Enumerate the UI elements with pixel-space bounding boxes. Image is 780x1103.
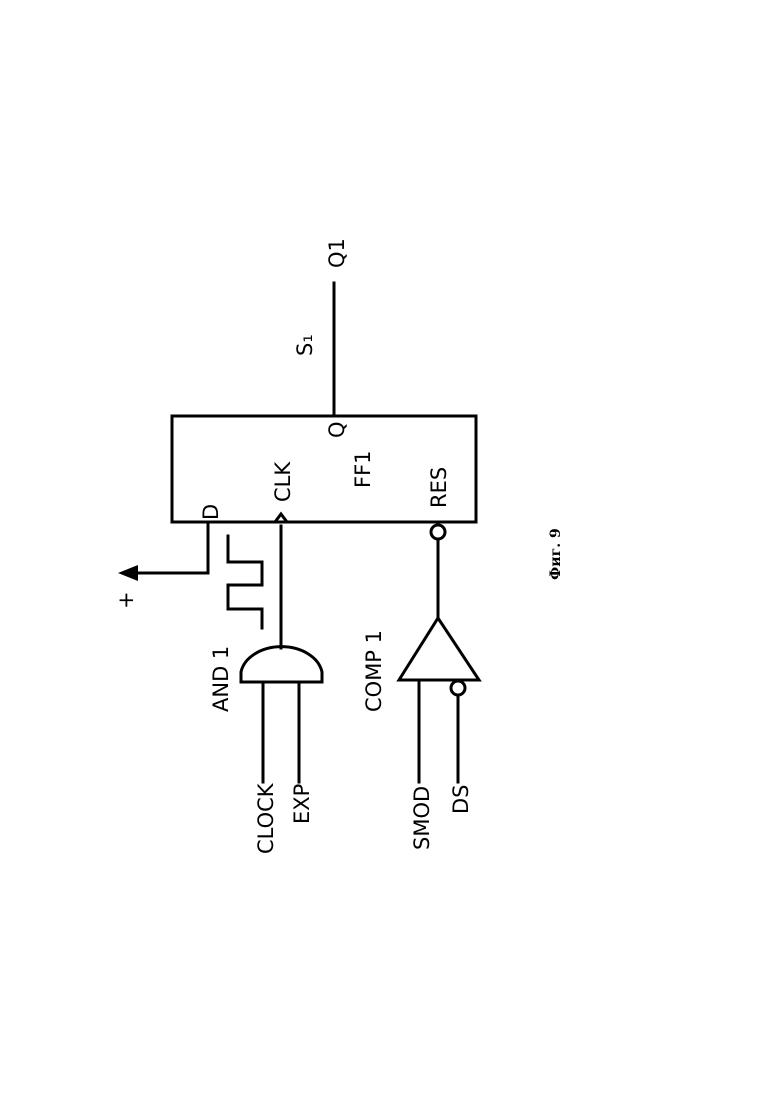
label-ff1: FF1 (351, 450, 375, 488)
label-s1: S₁ (293, 334, 317, 356)
label-ds: DS (449, 784, 473, 814)
label-q: Q (325, 421, 349, 438)
label-and1: AND 1 (209, 646, 233, 712)
d-input-wire (134, 522, 208, 573)
and1-gate (241, 647, 322, 682)
comp1-comparator (399, 618, 479, 680)
label-plus: + (114, 591, 138, 609)
label-comp1: COMP 1 (362, 630, 386, 712)
label-q1: Q1 (325, 238, 349, 268)
label-clock: CLOCK (254, 782, 278, 854)
plus-arrowhead (118, 565, 138, 581)
label-smod: SMOD (410, 786, 434, 850)
label-exp: EXP (290, 784, 314, 824)
label-d: D (199, 504, 223, 520)
pulse-waveform-symbol (228, 536, 262, 628)
res-inversion-bubble (431, 525, 445, 539)
label-res: RES (427, 467, 451, 508)
ds-inversion-bubble (451, 681, 465, 695)
clk-edge-trigger-marker (275, 514, 287, 522)
figure-caption: Фиг. 9 (548, 528, 564, 580)
label-clk: CLK (271, 461, 295, 502)
